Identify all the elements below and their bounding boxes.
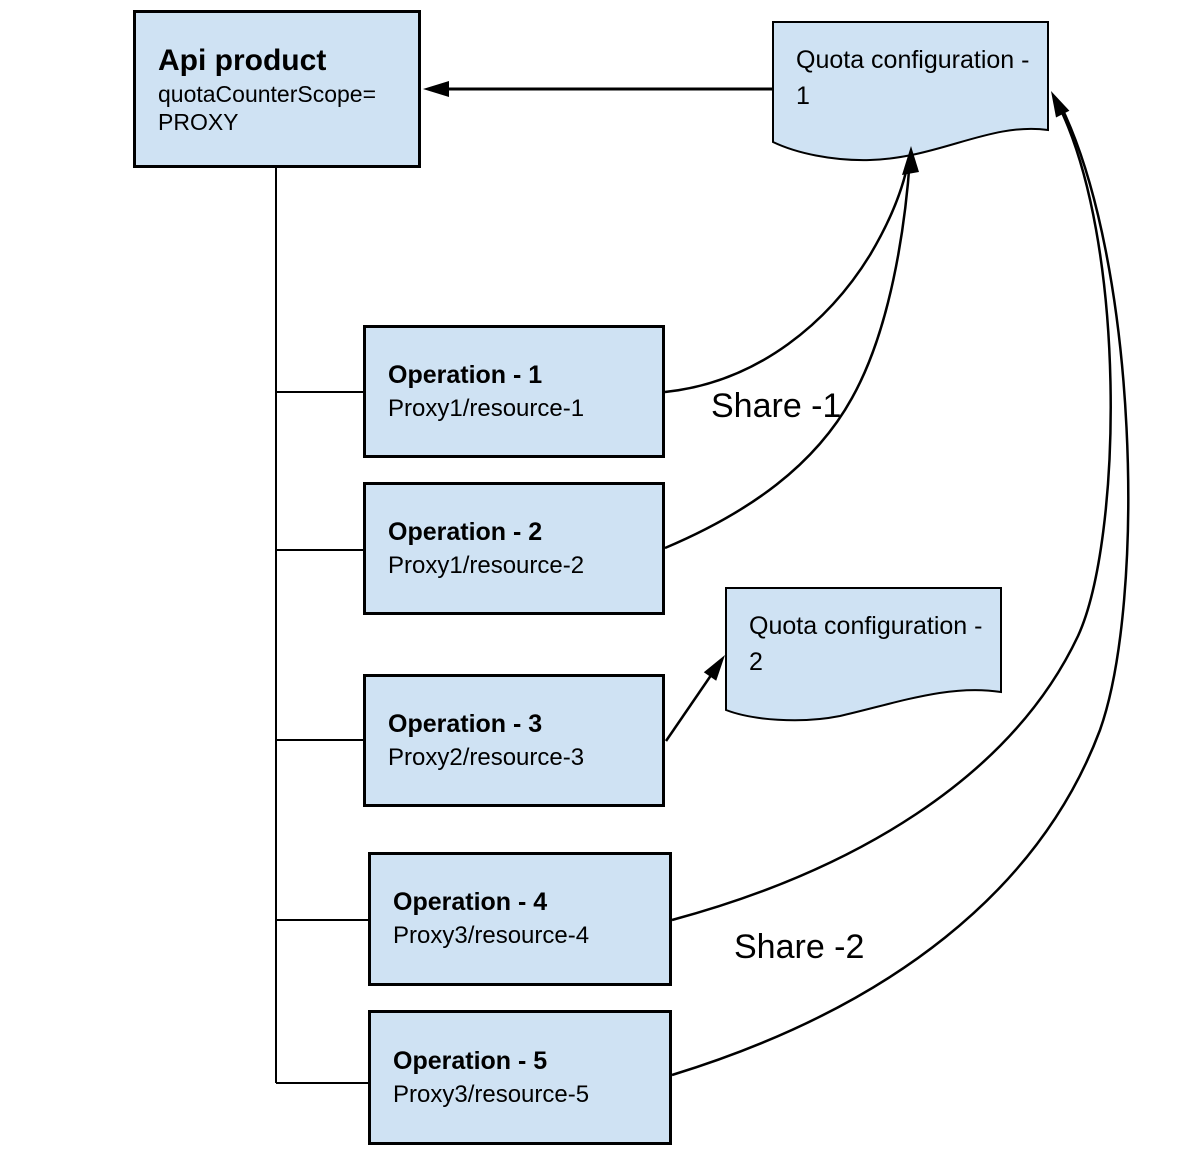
operation-1-title: Operation - 1 xyxy=(388,360,543,389)
api-product-title: Api product xyxy=(158,44,327,77)
arrowhead-operation-3-to-quota2 xyxy=(703,655,725,681)
operation-5-title: Operation - 5 xyxy=(393,1046,548,1075)
operation-2-node: Operation - 2 Proxy1/resource-2 xyxy=(363,482,665,615)
operation-3-resource-path: Proxy2/resource-3 xyxy=(388,743,585,771)
quota-config-1-document-shape xyxy=(772,21,1049,162)
curve-operation-4-to-quota1 xyxy=(671,99,1112,922)
arrowhead-quota1-to-api-product xyxy=(423,81,449,97)
curve-operation-1-to-quota1 xyxy=(664,157,911,394)
operation-3-title: Operation - 3 xyxy=(388,709,543,738)
quota-config-2-document-shape xyxy=(725,587,1002,722)
arrowhead-share2-to-quota1 xyxy=(1051,91,1070,118)
operation-2-title: Operation - 2 xyxy=(388,517,543,546)
operation-3-node: Operation - 3 Proxy2/resource-3 xyxy=(363,674,665,807)
curve-operation-5-to-quota1 xyxy=(671,103,1130,1077)
operation-1-resource-path: Proxy1/resource-1 xyxy=(388,394,585,422)
operation-4-node: Operation - 4 Proxy3/resource-4 xyxy=(368,852,672,986)
operation-2-resource-path: Proxy1/resource-2 xyxy=(388,551,585,579)
operation-4-resource-path: Proxy3/resource-4 xyxy=(393,922,590,949)
api-product-quota-counter-scope: quotaCounterScope= xyxy=(158,81,377,107)
api-product-node: Api product quotaCounterScope= PROXY xyxy=(133,10,421,168)
share-1-label: Share -1 xyxy=(711,387,842,425)
curve-operation-2-to-quota1 xyxy=(664,157,912,550)
share-2-label: Share -2 xyxy=(734,928,865,966)
operation-4-title: Operation - 4 xyxy=(393,888,548,916)
operation-5-resource-path: Proxy3/resource-5 xyxy=(393,1080,590,1108)
api-product-quota-counter-scope-value: PROXY xyxy=(158,109,239,135)
operation-1-node: Operation - 1 Proxy1/resource-1 xyxy=(363,325,665,458)
quota-config-2-label: Quota configuration - 2 xyxy=(749,612,983,676)
arrowhead-share1-to-quota1 xyxy=(902,146,919,175)
quota-config-1-label: Quota configuration - 1 xyxy=(796,46,1030,110)
arrow-line-operation-3-to-quota2 xyxy=(664,667,718,742)
operation-5-node: Operation - 5 Proxy3/resource-5 xyxy=(368,1010,672,1145)
